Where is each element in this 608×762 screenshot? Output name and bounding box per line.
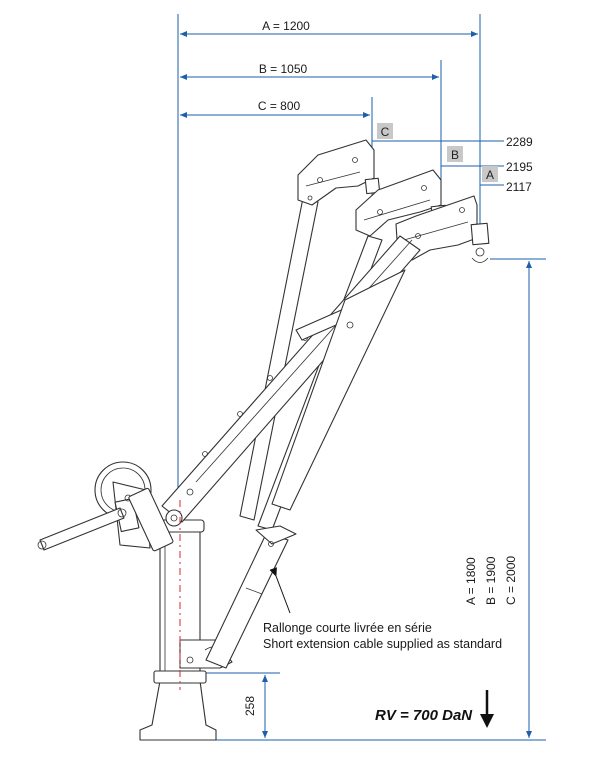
reach-dimensions: A = 1200 B = 1050 C = 800 xyxy=(177,14,481,740)
tag-a-label: A xyxy=(486,168,494,182)
vertical-b-label: B = 1900 xyxy=(484,556,498,605)
note-arrow xyxy=(269,567,291,614)
extension-note: Rallonge courte livrée en série Short ex… xyxy=(263,567,502,651)
boom-position-a xyxy=(161,195,490,669)
base-height-dimension: 258 xyxy=(200,672,280,738)
winch-handle xyxy=(39,507,125,551)
vertical-c-label: C = 2000 xyxy=(504,556,518,605)
main-pivot xyxy=(165,488,194,527)
height-leaders: C B A 2289 2195 2117 xyxy=(372,123,533,194)
boom-position-c xyxy=(239,139,381,521)
vertical-a-label: A = 1800 xyxy=(464,557,478,605)
height-c-label: 2289 xyxy=(506,135,533,149)
winch-assembly xyxy=(37,461,174,552)
vertical-height-dimension: A = 1800 B = 1900 C = 2000 xyxy=(160,258,546,741)
down-arrow-icon xyxy=(480,714,494,728)
base-height-label: 258 xyxy=(243,696,257,716)
tag-b-label: B xyxy=(451,148,459,162)
reach-c-label: C = 800 xyxy=(258,99,301,113)
tag-b xyxy=(447,146,463,162)
load-rating-label: RV = 700 DaN xyxy=(375,707,473,724)
load-rating: RV = 700 DaN xyxy=(375,690,494,728)
tag-c xyxy=(377,123,393,139)
tag-a xyxy=(482,166,498,182)
note-line-fr: Rallonge courte livrée en série xyxy=(263,621,432,635)
tag-c-label: C xyxy=(381,125,390,139)
crane-base xyxy=(139,519,217,741)
note-line-en: Short extension cable supplied as standa… xyxy=(263,637,502,651)
reach-b-label: B = 1050 xyxy=(259,62,308,76)
reach-a-label: A = 1200 xyxy=(262,19,310,33)
height-a-label: 2117 xyxy=(506,180,532,194)
height-b-label: 2195 xyxy=(506,160,533,174)
